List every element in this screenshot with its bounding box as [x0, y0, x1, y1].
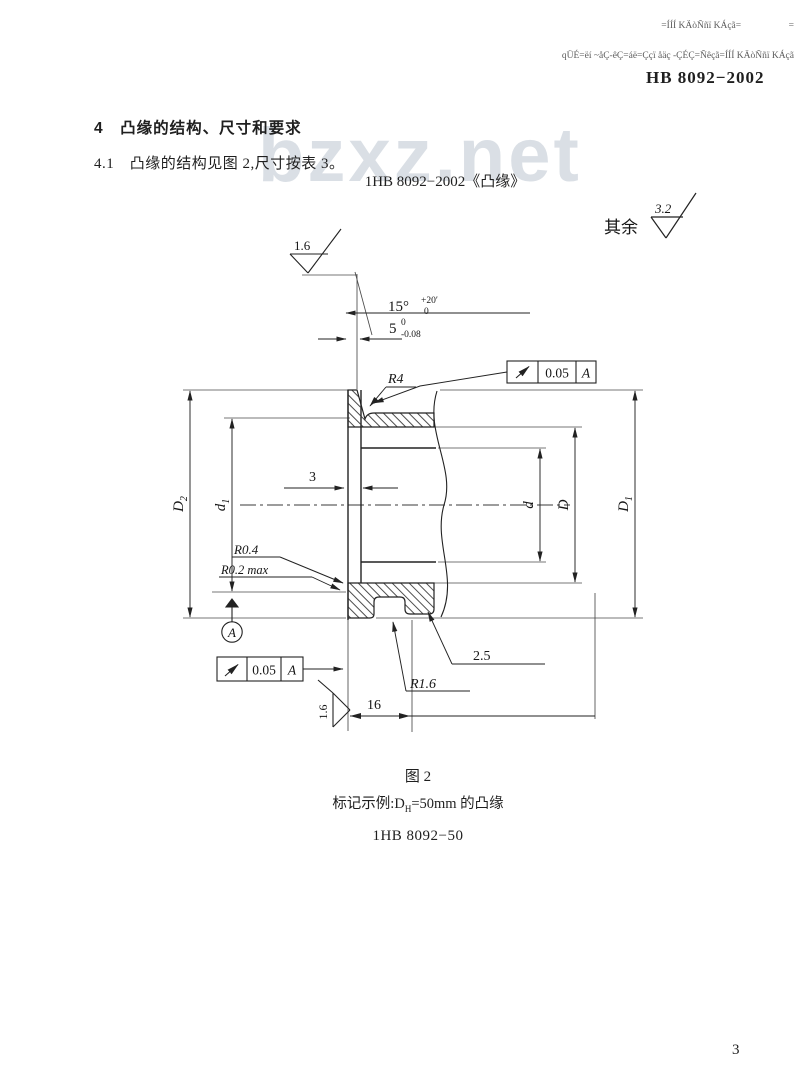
tolerance-value-bottom: 0.05	[252, 663, 276, 678]
label-D2-sub: 2	[179, 496, 190, 501]
header-meta-line1: =ÍÍÍ KÄòÑñï KÁçã= =	[661, 21, 794, 31]
clause-text: 4.1 凸缘的结构见图 2,尺寸按表 3。	[94, 156, 345, 172]
standard-number: HB 8092−2002	[646, 68, 765, 87]
roughness-bottom-value: 1.6	[316, 705, 330, 720]
roughness-top-value: 1.6	[294, 238, 311, 253]
part-outline	[347, 390, 449, 620]
tolerance-frame-top	[506, 360, 597, 384]
bore-radius-dim: R0.4	[233, 542, 259, 557]
break-line	[433, 390, 449, 618]
watermark: bzxz.net	[258, 113, 582, 198]
label-D1-sub: 1	[624, 496, 635, 501]
general-roughness-prefix: 其余	[604, 218, 638, 237]
angle-tol-lower: 0	[424, 307, 429, 317]
extension-lines	[183, 271, 643, 732]
marking-example-sub: H	[404, 803, 412, 814]
roughness-symbol-top	[289, 228, 342, 274]
page-number: 3	[732, 1042, 740, 1058]
angle-value: 15°	[388, 299, 409, 315]
label-d1-main: d	[213, 503, 229, 511]
tolerance-datum-top: A	[581, 366, 591, 381]
section-hatch-top	[347, 389, 435, 428]
section-hatch-bottom	[347, 582, 435, 619]
lip-tol-lower: -0.08	[401, 330, 421, 340]
tolerance-value-top: 0.05	[545, 366, 569, 381]
step-dim: 2.5	[473, 649, 491, 664]
designation: 1HB 8092−50	[372, 827, 464, 844]
dimension-lines	[187, 310, 638, 717]
datum-letter: A	[227, 625, 236, 640]
label-D1: D1	[616, 496, 635, 513]
datum-symbol	[221, 598, 243, 643]
label-d1: d1	[213, 499, 232, 512]
label-d1-sub: 1	[221, 499, 232, 504]
figure-number: 图 2	[404, 769, 432, 785]
figure-caption-block: 图 2 标记示例:DH=50mm 的凸缘 1HB 8092−50	[168, 764, 668, 850]
length-dim: 16	[367, 698, 381, 713]
tolerance-frame-bottom	[216, 656, 304, 682]
header-meta-line2: qÜÉ=ëí ~åÇ-êÇ=áë=Ççï åäç -ÇÉÇ=Ñêçã=ÍÍÍ K…	[561, 51, 794, 61]
lip-tol-upper: 0	[401, 318, 406, 328]
label-D1-main: D	[616, 501, 632, 513]
marking-example: 标记示例:DH=50mm 的凸缘	[168, 791, 668, 823]
dim16-arrow-left	[350, 713, 361, 719]
label-D2-main: D	[171, 501, 187, 513]
roughness-symbol-bottom	[317, 679, 351, 728]
reference-line: 1HB 8092−2002《凸缘》	[364, 174, 526, 190]
angle-tol-upper: +20′	[421, 296, 438, 306]
general-roughness-value: 3.2	[654, 201, 672, 216]
fillet-dim: R4	[387, 372, 404, 387]
lip-dim: 5	[389, 321, 397, 337]
bore-radius-max-dim: R0.2 max	[220, 563, 269, 577]
dim16-arrow-right	[399, 713, 410, 719]
runout-icon	[224, 663, 239, 677]
marking-example-prefix: 标记示例:D	[332, 796, 405, 812]
tolerance-datum-bottom: A	[287, 663, 297, 678]
section-heading: 4 凸缘的结构、尺寸和要求	[94, 120, 302, 137]
label-d: d	[521, 501, 537, 509]
wall-dim: 3	[309, 470, 316, 485]
label-D: D	[556, 499, 572, 511]
header-meta: =ÍÍÍ KÄòÑñï KÁçã= = qÜÉ=ëí ~åÇ-êÇ=áë=Ççï…	[562, 1, 794, 71]
angle-dim: 15°	[388, 299, 409, 315]
groove-radius-dim: R1.6	[409, 677, 436, 692]
leader-lines	[219, 371, 545, 692]
marking-example-suffix: =50mm 的凸缘	[411, 796, 504, 812]
label-D2: D2	[171, 496, 190, 513]
runout-icon	[515, 365, 530, 379]
roughness-symbol-general	[650, 192, 697, 239]
